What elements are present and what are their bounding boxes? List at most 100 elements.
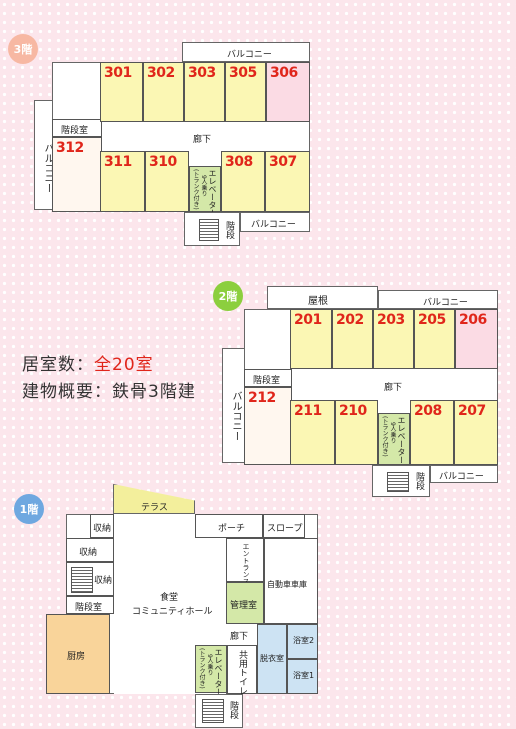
balcony-bottom: バルコニー xyxy=(430,465,498,483)
room-202[interactable]: 202 xyxy=(332,309,373,369)
room-208-number: 208 xyxy=(414,403,442,419)
elevator-label: エレベーター xyxy=(397,416,406,464)
building-summary-value: 鉄骨3階建 xyxy=(112,382,196,402)
bath-1: 浴室1 xyxy=(287,659,318,694)
room-205[interactable]: 205 xyxy=(414,309,455,369)
room-306-number: 306 xyxy=(270,65,298,81)
elevator-label: エレベーター xyxy=(208,169,217,217)
room-310[interactable]: 310 xyxy=(145,151,189,212)
bath-1-label: 浴室1 xyxy=(293,671,315,680)
room-308-number: 308 xyxy=(225,154,253,170)
stair-room-label: 階段室 xyxy=(61,126,89,136)
room-308[interactable]: 308 xyxy=(221,151,265,212)
stairs-bottom-label: 階段 xyxy=(224,221,234,239)
balcony-top: バルコニー xyxy=(182,42,310,62)
stairs-bottom-block: 階段 xyxy=(195,694,243,728)
elevator-capacity: 9人乗り xyxy=(200,175,207,197)
elevator: エレベーター 9人乗り (トランク付き) xyxy=(189,166,221,217)
corridor-label: 廊下 xyxy=(193,135,212,145)
stair-room: 階段室 xyxy=(244,369,292,387)
stairs-bottom xyxy=(199,219,219,241)
room-303-number: 303 xyxy=(188,65,216,81)
elevator: エレベーター 9人乗り (トランク付き) xyxy=(378,413,410,465)
floor-2-badge: 2階 xyxy=(213,281,243,311)
bath-2: 浴室2 xyxy=(287,624,318,659)
room-303[interactable]: 303 xyxy=(184,62,225,122)
hall-label: 食堂 xyxy=(160,593,179,603)
stairs xyxy=(71,567,93,593)
room-201[interactable]: 201 xyxy=(290,309,332,369)
balcony-top-label: バルコニー xyxy=(227,50,272,60)
stairs-bottom-block: 階段 xyxy=(184,212,240,246)
room-212-number: 212 xyxy=(248,390,276,406)
room-311-number: 311 xyxy=(104,154,132,170)
storage-top-label: 収納 xyxy=(93,524,112,534)
balcony-left-label: バルコニー xyxy=(230,391,241,441)
balcony-left: バルコニー xyxy=(222,348,246,463)
porch-label: ポーチ xyxy=(218,524,246,534)
stair-room: 階段室 xyxy=(66,596,114,614)
room-205-number: 205 xyxy=(418,312,446,328)
room-208[interactable]: 208 xyxy=(410,400,454,465)
management-label: 管理室 xyxy=(230,601,258,611)
balcony-left-label: バルコニー xyxy=(42,143,53,193)
room-212[interactable]: 212 xyxy=(244,387,292,465)
room-202-number: 202 xyxy=(336,312,364,328)
slope: スロープ xyxy=(263,514,305,538)
room-311[interactable]: 311 xyxy=(100,151,145,212)
room-203-number: 203 xyxy=(377,312,405,328)
room-210[interactable]: 210 xyxy=(335,400,378,465)
room-305[interactable]: 305 xyxy=(225,62,266,122)
room-307[interactable]: 307 xyxy=(265,151,310,212)
room-306[interactable]: 306 xyxy=(266,62,310,122)
room-211-number: 211 xyxy=(294,403,322,419)
room-206[interactable]: 206 xyxy=(455,309,498,369)
room-201-number: 201 xyxy=(294,312,322,328)
room-207[interactable]: 207 xyxy=(454,400,498,465)
stairs-bottom-label: 階段 xyxy=(228,701,238,719)
room-310-number: 310 xyxy=(149,154,177,170)
room-302[interactable]: 302 xyxy=(143,62,184,122)
toilet-label: 共用トイレ xyxy=(237,650,247,695)
balcony-bottom-label: バルコニー xyxy=(251,220,296,230)
management-room: 管理室 xyxy=(226,582,264,624)
room-count: 居室数：全20室 xyxy=(22,350,154,375)
corridor-label: 廊下 xyxy=(230,632,249,642)
stairs-bottom xyxy=(202,699,224,723)
room-211[interactable]: 211 xyxy=(290,400,335,465)
storage-top: 収納 xyxy=(90,514,114,538)
kitchen-label: 厨房 xyxy=(67,652,86,662)
entrance: エントランス xyxy=(226,538,264,585)
room-312[interactable]: 312 xyxy=(52,137,102,212)
hall-sub-label: コミュニティホール xyxy=(132,607,213,617)
room-301[interactable]: 301 xyxy=(100,62,143,122)
room-210-number: 210 xyxy=(339,403,367,419)
building-summary: 建物概要：鉄骨3階建 xyxy=(22,377,196,402)
storage-mid-label: 収納 xyxy=(79,548,98,558)
balcony-bottom: バルコニー xyxy=(240,212,310,232)
elevator-label: エレベーター xyxy=(214,648,223,696)
building-summary-label: 建物概要： xyxy=(22,382,112,402)
elevator-note: (トランク付き) xyxy=(381,416,388,457)
terrace-label: テラス xyxy=(141,503,168,513)
stair-room: 階段室 xyxy=(52,119,102,137)
room-203[interactable]: 203 xyxy=(373,309,414,369)
room-307-number: 307 xyxy=(269,154,297,170)
slope-label: スロープ xyxy=(267,524,303,534)
stairs-room-block: 収納 xyxy=(66,562,114,596)
storage-mid: 収納 xyxy=(66,538,114,562)
balcony-bottom-label: バルコニー xyxy=(439,472,484,482)
floor-3-badge: 3階 xyxy=(8,34,38,64)
room-312-number: 312 xyxy=(56,140,84,156)
stair-room-label: 階段室 xyxy=(253,376,281,386)
room-302-number: 302 xyxy=(147,65,175,81)
floor-1-badge: 1階 xyxy=(14,494,44,524)
elevator-capacity: 9人乗り xyxy=(206,654,213,676)
elevator: エレベーター 9人乗り (トランク付き) xyxy=(195,645,227,696)
room-207-number: 207 xyxy=(458,403,486,419)
elevator-capacity: 9人乗り xyxy=(389,422,396,444)
garage: 自動車車庫 xyxy=(264,538,318,624)
room-count-label: 居室数： xyxy=(22,355,94,375)
elevator-note: (トランク付き) xyxy=(198,648,205,689)
stairs-bottom-block: 階段 xyxy=(372,465,430,497)
